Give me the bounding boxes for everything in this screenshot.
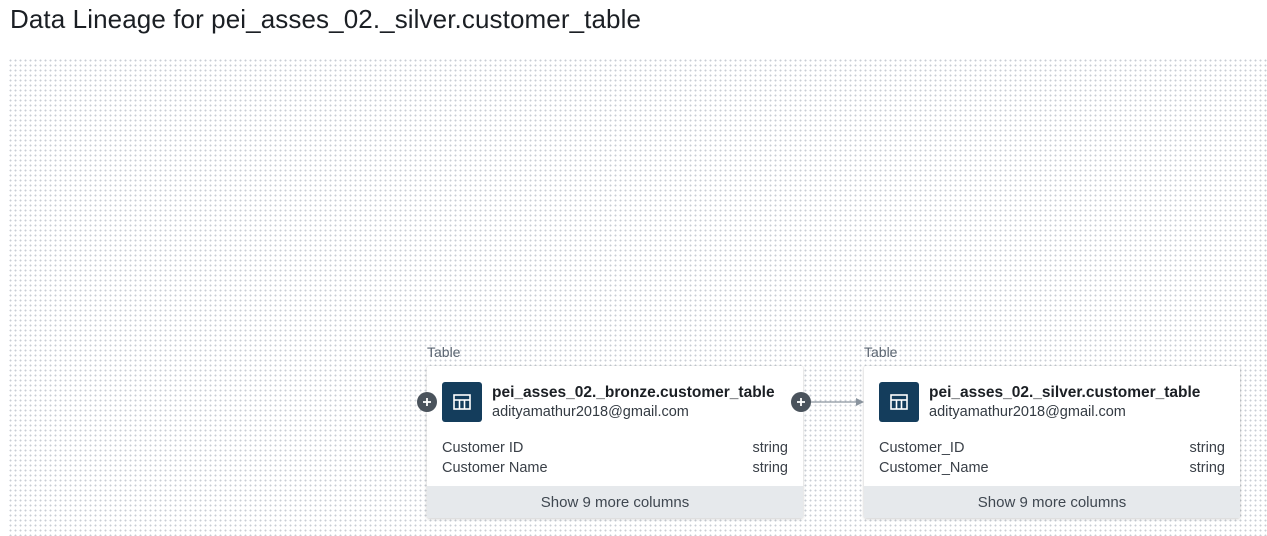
table-name[interactable]: pei_asses_02._bronze.customer_table (492, 384, 775, 401)
column-name: Customer Name (442, 460, 548, 476)
column-type: string (1189, 460, 1225, 476)
column-row: Customer ID string (442, 440, 788, 460)
node-type-label: Table (864, 344, 898, 360)
card-header: pei_asses_02._silver.customer_table adit… (879, 382, 1230, 422)
plus-icon (797, 398, 805, 406)
lineage-canvas[interactable]: Table pei_asses_02._bronze.customer_tabl… (8, 58, 1267, 536)
plus-icon (423, 398, 431, 406)
table-owner: adityamathur2018@gmail.com (492, 404, 689, 420)
column-type: string (752, 440, 788, 456)
card-header: pei_asses_02._bronze.customer_table adit… (442, 382, 793, 422)
column-row: Customer_Name string (879, 460, 1225, 480)
column-name: Customer_Name (879, 460, 989, 476)
column-row: Customer_ID string (879, 440, 1225, 460)
column-name: Customer ID (442, 440, 524, 456)
column-type: string (1189, 440, 1225, 456)
table-icon (442, 382, 482, 422)
column-row: Customer Name string (442, 460, 788, 480)
table-card[interactable]: pei_asses_02._silver.customer_table adit… (864, 366, 1240, 518)
column-name: Customer_ID (879, 440, 965, 456)
page-title: Data Lineage for pei_asses_02._silver.cu… (10, 4, 642, 34)
node-type-label: Table (427, 344, 461, 360)
table-name[interactable]: pei_asses_02._silver.customer_table (929, 384, 1201, 401)
table-icon (879, 382, 919, 422)
show-more-columns-button[interactable]: Show 9 more columns (427, 486, 803, 518)
table-card[interactable]: pei_asses_02._bronze.customer_table adit… (427, 366, 803, 518)
expand-upstream-button[interactable] (417, 392, 437, 412)
table-owner: adityamathur2018@gmail.com (929, 404, 1126, 420)
expand-downstream-button[interactable] (791, 392, 811, 412)
show-more-columns-button[interactable]: Show 9 more columns (864, 486, 1240, 518)
column-type: string (752, 460, 788, 476)
